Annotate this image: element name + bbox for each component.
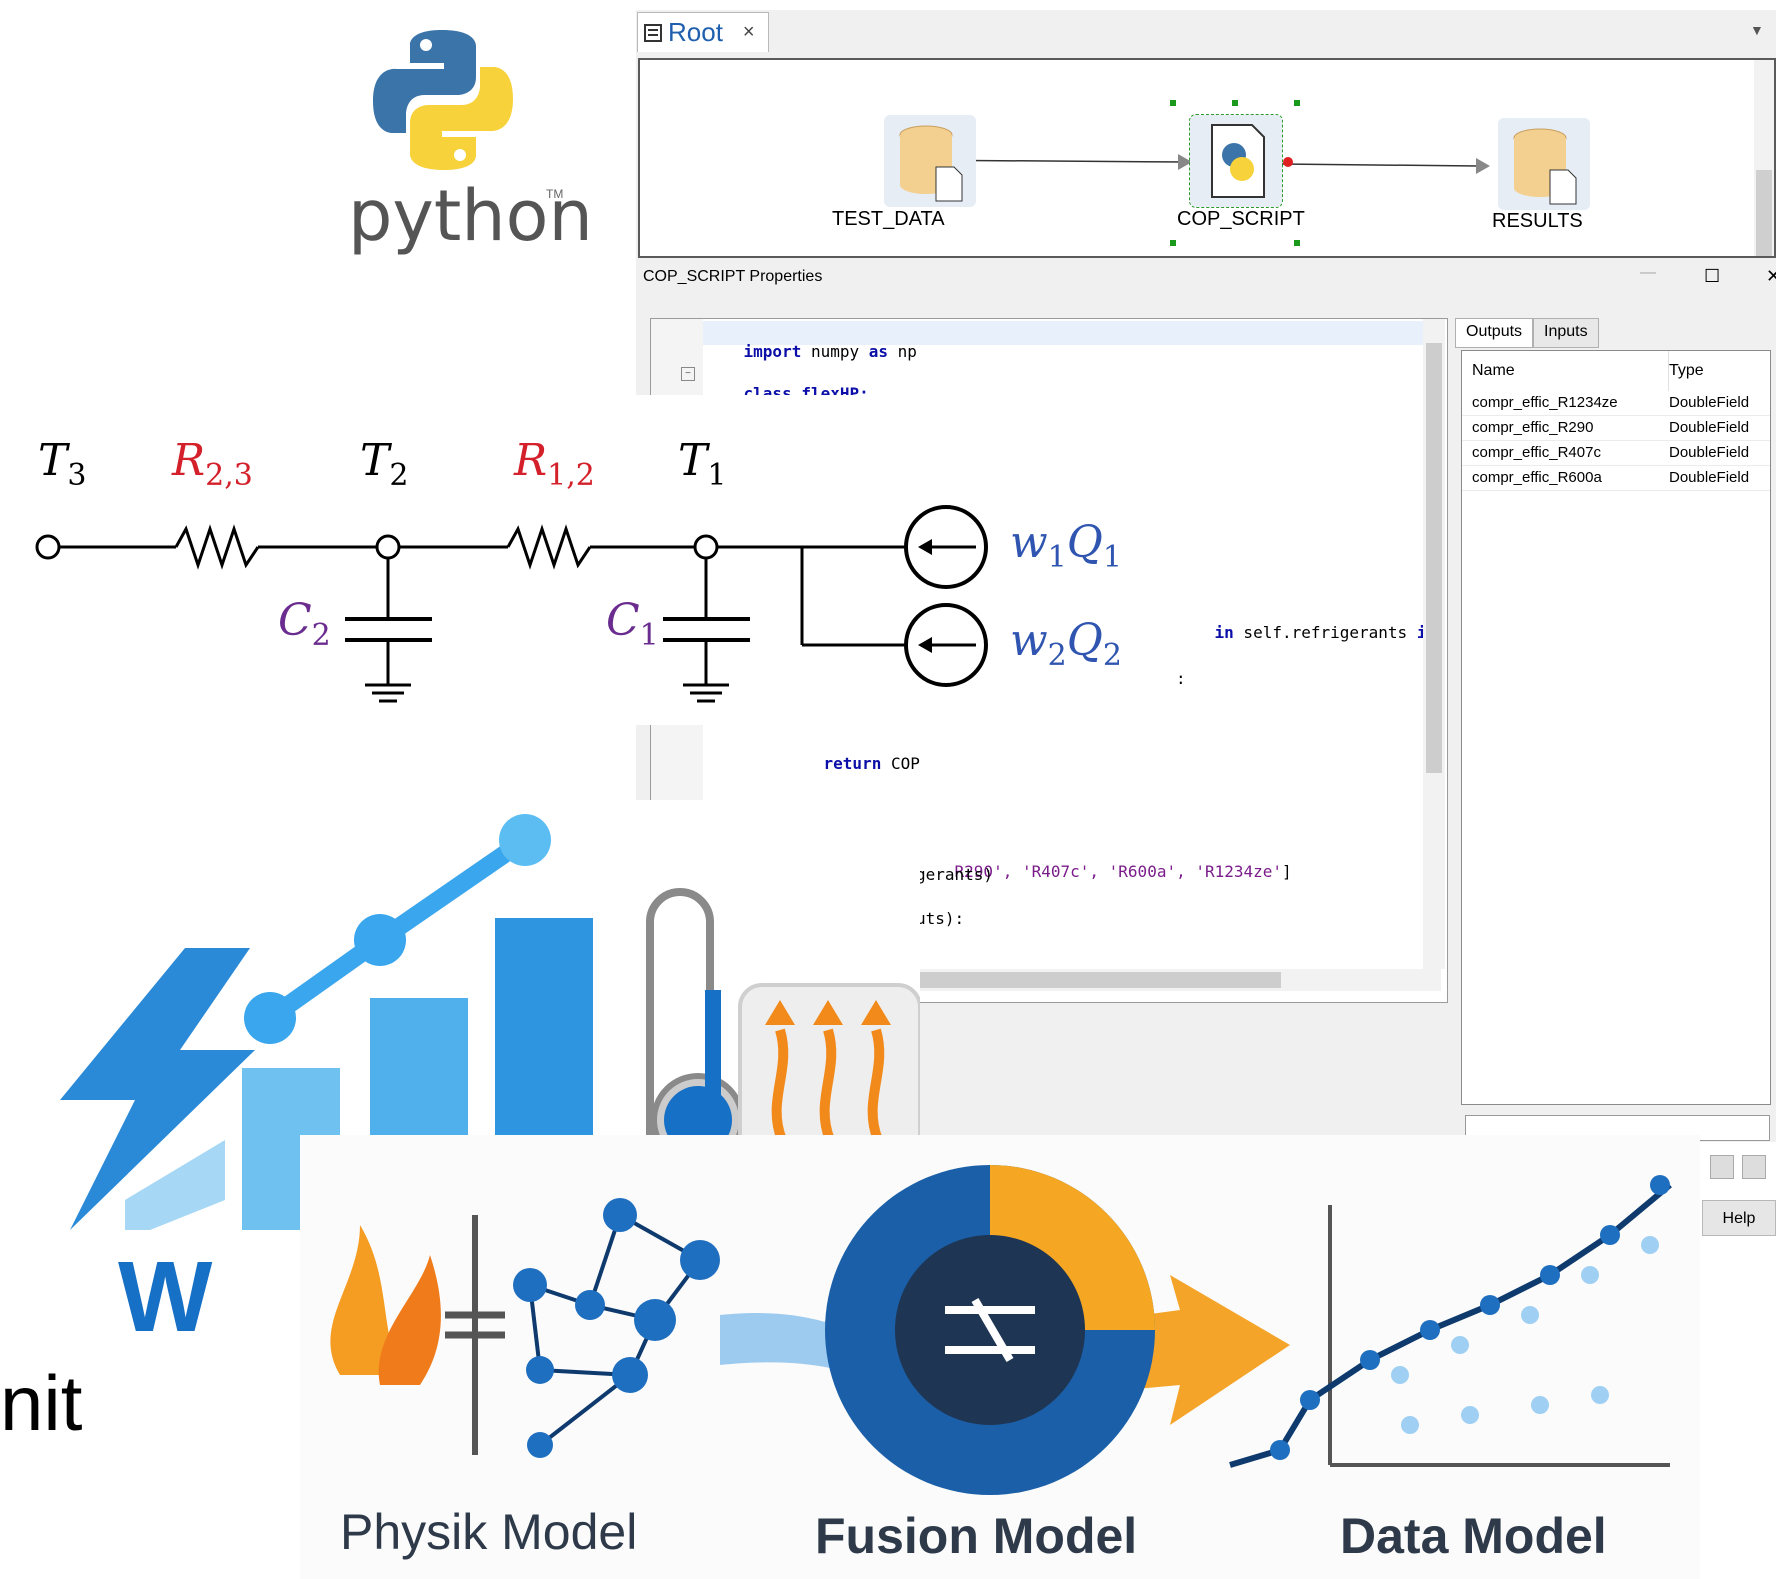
python-logo: python TM (340, 25, 593, 257)
selection-handles (1170, 100, 1300, 250)
output-tabs: Outputs Inputs (1455, 318, 1599, 348)
maximize-button[interactable]: ☐ (1704, 266, 1721, 286)
tab-menu-chevron-down-icon[interactable]: ▼ (1750, 22, 1764, 38)
code-fragment-4: R290', 'R407c', 'R600a', 'R1234ze'] (954, 862, 1292, 881)
python-snake-icon (373, 30, 513, 170)
diagram-scrollbar[interactable] (1754, 60, 1774, 256)
model-label-fusion: Fusion Model (815, 1508, 1138, 1564)
model-illustration: Physik Model Fusion Model Data Model (300, 1135, 1700, 1579)
label-r23: R2,3 (172, 435, 253, 493)
tab-outputs[interactable]: Outputs (1455, 318, 1534, 348)
code-fragment-5: gerants) (916, 865, 994, 884)
column-header-name[interactable]: Name (1462, 351, 1669, 391)
partial-w-text: W (118, 1241, 213, 1353)
label-t3: T3 (38, 435, 87, 493)
minimize-button[interactable]: — (1640, 264, 1656, 281)
node-results[interactable] (1498, 118, 1590, 210)
code-fragment-3: return COP (823, 754, 920, 773)
label-w2q2: w2Q2 (1010, 615, 1122, 673)
tab-close-icon[interactable]: × (742, 21, 755, 43)
rc-circuit-diagram: T3 R2,3 T2 R1,2 T1 C2 C1 w1Q1 w2Q2 (0, 395, 1160, 725)
label-r12: R1,2 (514, 435, 595, 493)
label-c1: C1 (606, 595, 659, 653)
python-script-icon (1211, 124, 1265, 198)
code-horizontal-scrollbar[interactable] (911, 969, 1441, 991)
code-fragment-6: uts): (916, 909, 965, 928)
model-label-physik: Physik Model (340, 1504, 638, 1560)
label-w1q1: w1Q1 (1010, 517, 1122, 575)
toolbar-icon[interactable] (1710, 1155, 1734, 1179)
column-header-type[interactable]: Type (1669, 362, 1704, 379)
partial-nit-text: nit (0, 1359, 83, 1447)
properties-title: COP_SCRIPT Properties (643, 268, 823, 285)
code-vertical-scrollbar[interactable] (1423, 319, 1445, 969)
node-results-label: RESULTS (1492, 210, 1583, 232)
node-cop-script[interactable] (1189, 114, 1283, 208)
code-fragment-1: in self.refrigerants if (1214, 623, 1437, 642)
code-line-1: import numpy as np (743, 342, 917, 361)
tab-root[interactable]: Root × (637, 12, 769, 52)
node-cop-script-label: COP_SCRIPT (1177, 208, 1305, 230)
workflow-diagram: TEST_DATA COP_SCRIPT RESULTS (638, 58, 1776, 258)
label-t2: T2 (360, 435, 409, 493)
root-icon (644, 23, 662, 42)
node-test-data[interactable] (884, 115, 976, 207)
database-icon (1513, 128, 1577, 205)
label-c2: C2 (278, 595, 331, 653)
database-icon (899, 125, 963, 202)
code-fragment-2: : (1176, 669, 1186, 688)
tab-inputs[interactable]: Inputs (1533, 318, 1599, 348)
node-test-data-label: TEST_DATA (832, 208, 945, 230)
label-t1: T1 (678, 435, 727, 493)
model-label-data: Data Model (1340, 1508, 1607, 1564)
current-line-highlight (703, 321, 1423, 345)
python-wordmark: python (348, 175, 593, 257)
help-button[interactable]: Help (1702, 1200, 1776, 1236)
tab-root-label: Root (668, 17, 723, 47)
close-button[interactable]: ✕ (1766, 266, 1776, 286)
model-icons (330, 1165, 1672, 1495)
fold-toggle-icon[interactable]: − (681, 367, 695, 381)
toolbar-icon[interactable] (1742, 1155, 1766, 1179)
python-trademark: TM (546, 187, 564, 201)
